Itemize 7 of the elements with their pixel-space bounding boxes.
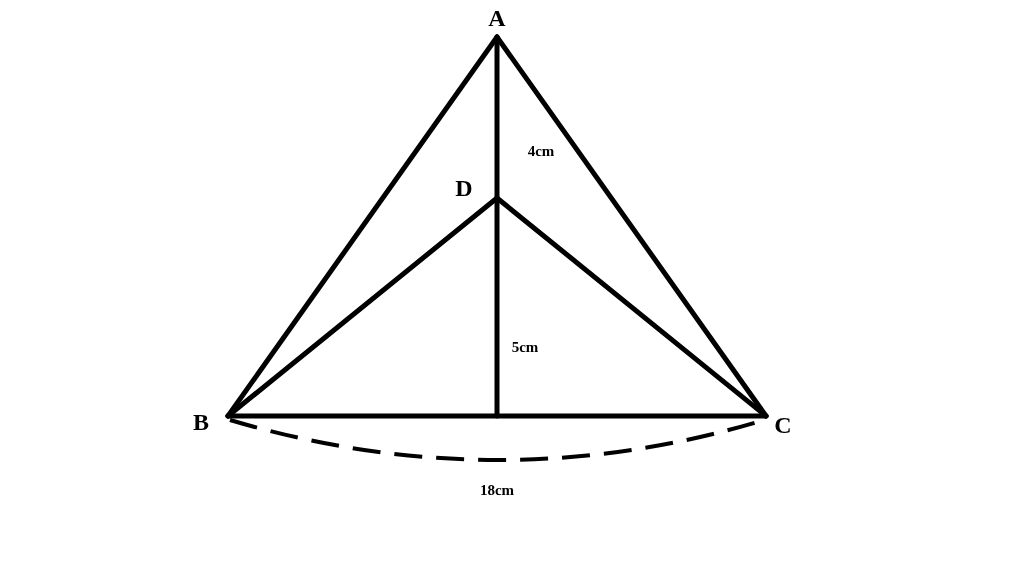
vertex-label: B <box>193 410 209 434</box>
measurement-label: 18cm <box>479 482 515 498</box>
measurement-label: 4cm <box>527 143 555 159</box>
measurement-label: 5cm <box>511 339 539 355</box>
vertex-label: C <box>774 413 792 437</box>
vertex-label: A <box>488 6 506 30</box>
vertex-label: D <box>455 176 473 200</box>
